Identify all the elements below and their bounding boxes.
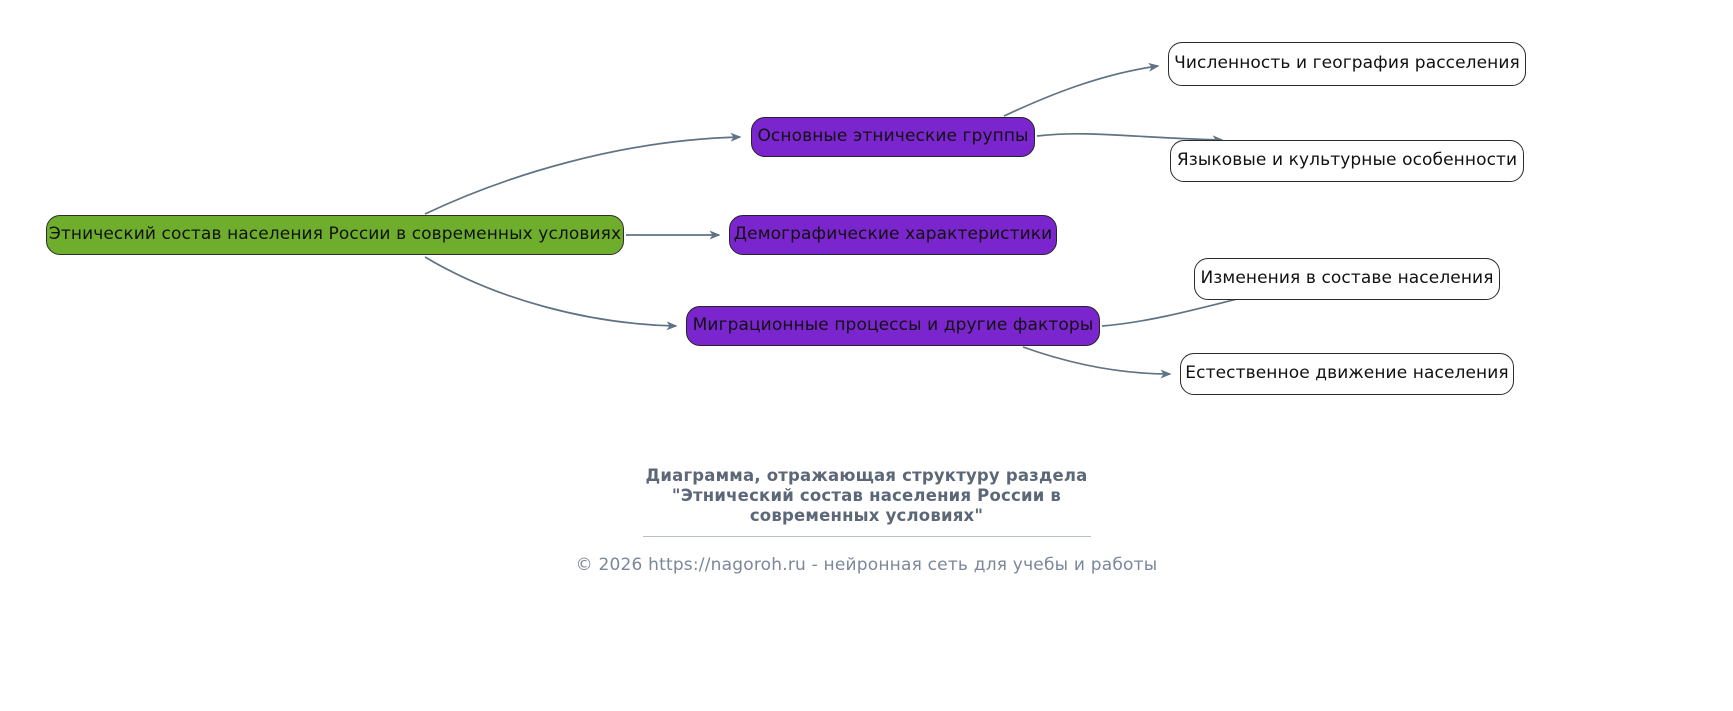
node-language-culture[interactable]: Языковые и культурные особенности (1170, 140, 1524, 182)
node-composition[interactable]: Изменения в составе населения (1194, 258, 1500, 300)
caption-line-2: "Этнический состав населения России в (671, 486, 1062, 505)
footer-credit: © 2026 https://nagoroh.ru - нейронная се… (575, 555, 1158, 575)
diagram-caption: Диаграмма, отражающая структуру раздела … (0, 466, 1733, 537)
node-migration[interactable]: Миграционные процессы и другие факторы (686, 306, 1100, 346)
node-root[interactable]: Этнический состав населения России в сов… (46, 215, 624, 255)
caption-divider (642, 536, 1091, 537)
caption-line-3: современных условиях" (749, 506, 984, 525)
edge-root-to-ethnic-groups (424, 132, 742, 215)
caption-line-1: Диаграмма, отражающая структуру раздела (645, 466, 1088, 485)
node-ethnic-groups[interactable]: Основные этнические группы (751, 117, 1035, 157)
edge-root-to-migration (424, 256, 678, 331)
edge-migration-to-natural-movement (1022, 346, 1172, 379)
diagram-edges (424, 62, 1279, 379)
node-natural-movement[interactable]: Естественное движение населения (1180, 353, 1514, 395)
diagram-canvas: Этнический состав населения России в сов… (46, 42, 1526, 395)
node-population-size[interactable]: Численность и география расселения (1168, 42, 1526, 86)
edge-ethnic-groups-to-language-culture (1036, 132, 1224, 145)
edge-ethnic-groups-to-population-size (1003, 62, 1160, 117)
node-demographics[interactable]: Демографические характеристики (729, 215, 1057, 255)
